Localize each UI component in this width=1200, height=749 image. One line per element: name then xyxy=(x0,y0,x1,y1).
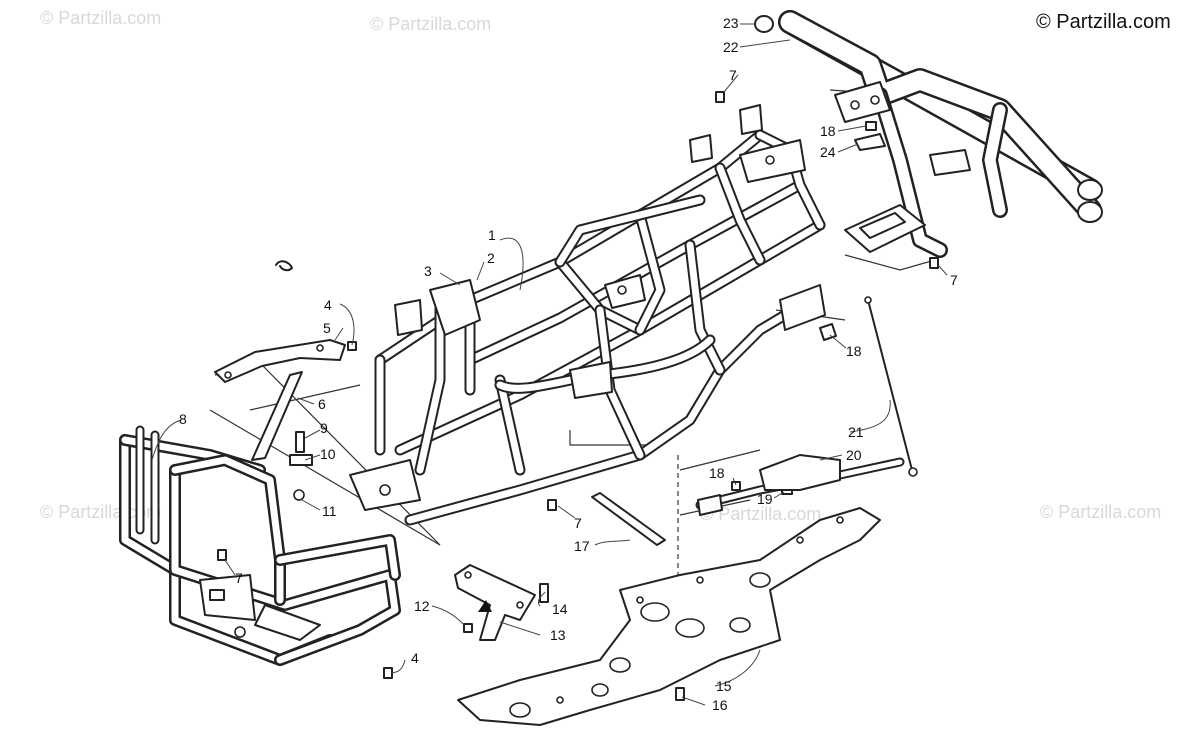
floor-skid-plate-15 xyxy=(457,507,881,726)
callout-7-left: 7 xyxy=(235,570,243,586)
callout-7-right: 7 xyxy=(950,272,958,288)
warning-triangle-icon xyxy=(478,600,492,612)
watermark-top-center: © Partzilla.com xyxy=(370,14,491,34)
brace-rod-21 xyxy=(867,299,913,471)
watermark-top-left: © Partzilla.com xyxy=(40,8,161,28)
bolt-7-center xyxy=(547,499,557,511)
nut-11 xyxy=(293,489,305,501)
washer-10 xyxy=(289,454,313,466)
bolt-7-left xyxy=(217,549,227,561)
bolt-16 xyxy=(675,687,685,701)
strut-6 xyxy=(251,371,303,461)
callout-23: 23 xyxy=(723,15,739,31)
leader-lines xyxy=(151,23,948,706)
bolt-7-right xyxy=(929,257,939,269)
callout-2: 2 xyxy=(487,250,495,266)
nut-12 xyxy=(463,623,473,633)
bolt-9 xyxy=(295,431,305,453)
callout-3: 3 xyxy=(424,263,432,279)
callout-16: 16 xyxy=(712,697,728,713)
bracket-13 xyxy=(454,564,536,641)
watermark-mid-right: © Partzilla.com xyxy=(1040,502,1161,522)
skid-plate-17 xyxy=(591,492,666,546)
main-frame xyxy=(349,104,826,526)
callout-20: 20 xyxy=(846,447,862,463)
callout-22: 22 xyxy=(723,39,739,55)
callout-7-top: 7 xyxy=(729,67,737,83)
callout-11: 11 xyxy=(322,503,337,519)
callout-13: 13 xyxy=(550,627,566,643)
front-bumper xyxy=(119,425,401,666)
pad-24 xyxy=(854,133,886,151)
callout-labels: 1 2 3 4 4 5 6 7 7 7 7 8 9 10 11 12 13 14… xyxy=(179,15,958,713)
callout-14: 14 xyxy=(552,601,568,617)
callout-18-mid: 18 xyxy=(846,343,862,359)
callout-8: 8 xyxy=(179,411,187,427)
callout-7-center: 7 xyxy=(574,515,582,531)
bracket-5 xyxy=(214,339,346,383)
callout-17: 17 xyxy=(574,538,590,554)
copyright-notice: © Partzilla.com xyxy=(1036,11,1171,33)
callout-12: 12 xyxy=(414,598,430,614)
callout-21: 21 xyxy=(848,424,864,440)
callout-18-low: 18 xyxy=(709,465,725,481)
watermark-mid-center: © Partzilla.com xyxy=(700,504,821,524)
nut-18-top xyxy=(865,121,877,131)
callout-10: 10 xyxy=(320,446,336,462)
callout-6: 6 xyxy=(318,396,326,412)
watermarks: © Partzilla.com © Partzilla.com © Partzi… xyxy=(40,8,1161,524)
callout-4-top: 4 xyxy=(324,297,332,313)
callout-19: 19 xyxy=(757,491,773,507)
rear-rack-tube xyxy=(754,10,1103,258)
callout-4-bottom: 4 xyxy=(411,650,419,666)
footrest-bracket-20 xyxy=(695,454,905,516)
tube-cap-23 xyxy=(754,15,774,33)
callout-24: 24 xyxy=(820,144,836,160)
callout-15: 15 xyxy=(716,678,732,694)
callout-18-top: 18 xyxy=(820,123,836,139)
callout-1: 1 xyxy=(488,227,496,243)
nut-18-low xyxy=(731,481,741,491)
bolt-4-bottom xyxy=(383,667,393,679)
callout-9: 9 xyxy=(320,420,328,436)
bolt-7-top xyxy=(715,91,725,103)
nut-4-top xyxy=(347,341,357,351)
callout-5: 5 xyxy=(323,320,331,336)
